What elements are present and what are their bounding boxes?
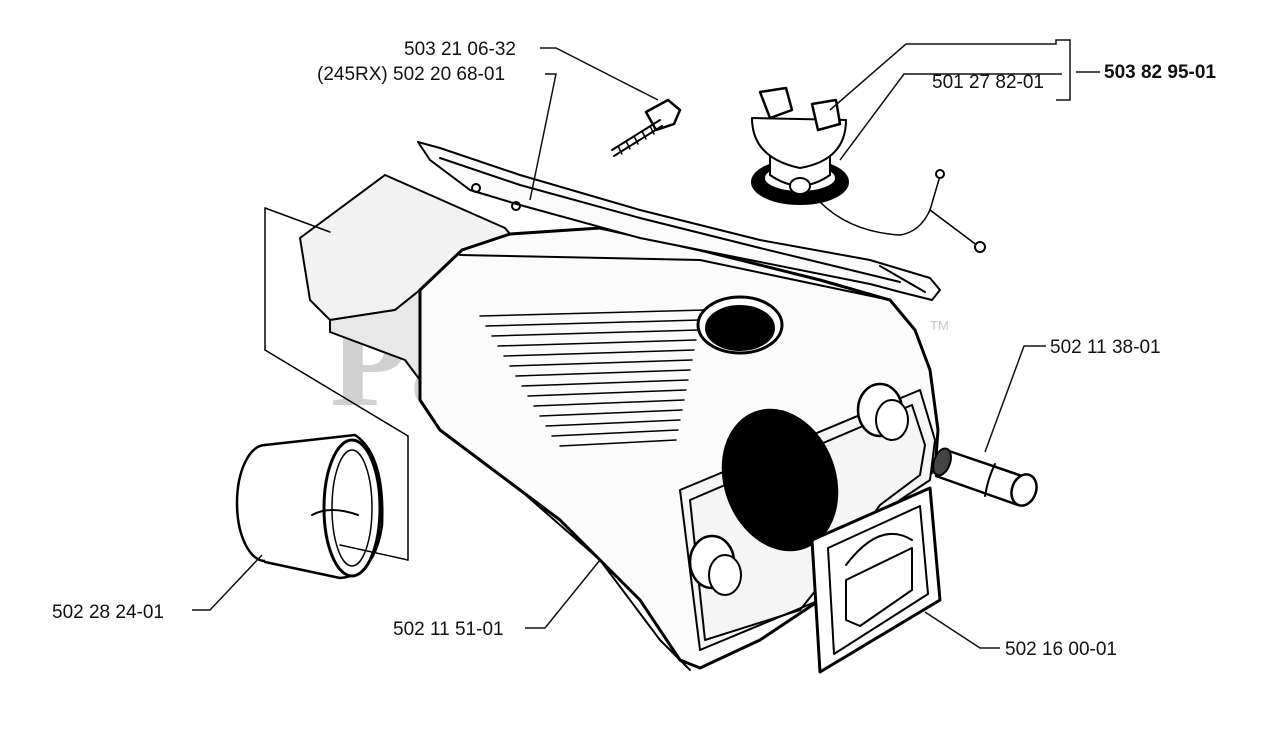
leader-gasket bbox=[924, 611, 1000, 649]
watermark-tm: TM bbox=[930, 318, 949, 333]
bolt-icon[interactable] bbox=[611, 98, 682, 157]
leader-filter bbox=[984, 345, 1046, 453]
part-number-cap[interactable]: 501 27 82-01 bbox=[932, 72, 1044, 93]
leader-cap-bracket bbox=[906, 39, 1071, 101]
part-number-ring[interactable]: 502 28 24-01 bbox=[52, 602, 164, 623]
leader-cap bbox=[829, 43, 907, 111]
part-number-filter[interactable]: 502 11 38-01 bbox=[1050, 337, 1161, 358]
leader-tank bbox=[525, 559, 601, 629]
filter-icon[interactable] bbox=[930, 446, 1041, 509]
rail-icon[interactable] bbox=[417, 141, 941, 301]
part-number-bolt[interactable]: 503 21 06-32 bbox=[404, 39, 516, 60]
leader-bolt bbox=[540, 47, 659, 101]
part-number-tank[interactable]: 502 11 51-01 bbox=[393, 619, 504, 640]
fuel-cap-icon[interactable] bbox=[751, 86, 986, 253]
bracket-lines bbox=[264, 207, 409, 561]
part-number-gasket[interactable]: 502 16 00-01 bbox=[1005, 639, 1117, 660]
ring-icon[interactable] bbox=[235, 433, 384, 580]
leader-cap-gasket bbox=[839, 73, 1062, 161]
part-number-rail[interactable]: (245RX) 502 20 68-01 bbox=[317, 64, 506, 85]
port-icon bbox=[688, 382, 909, 596]
gasket-icon[interactable] bbox=[810, 486, 942, 674]
fuel-tank-icon[interactable] bbox=[299, 174, 940, 671]
leader-rail bbox=[529, 73, 557, 201]
part-number-assembly[interactable]: 503 82 95-01 bbox=[1104, 62, 1216, 83]
leader-ring bbox=[192, 554, 263, 611]
